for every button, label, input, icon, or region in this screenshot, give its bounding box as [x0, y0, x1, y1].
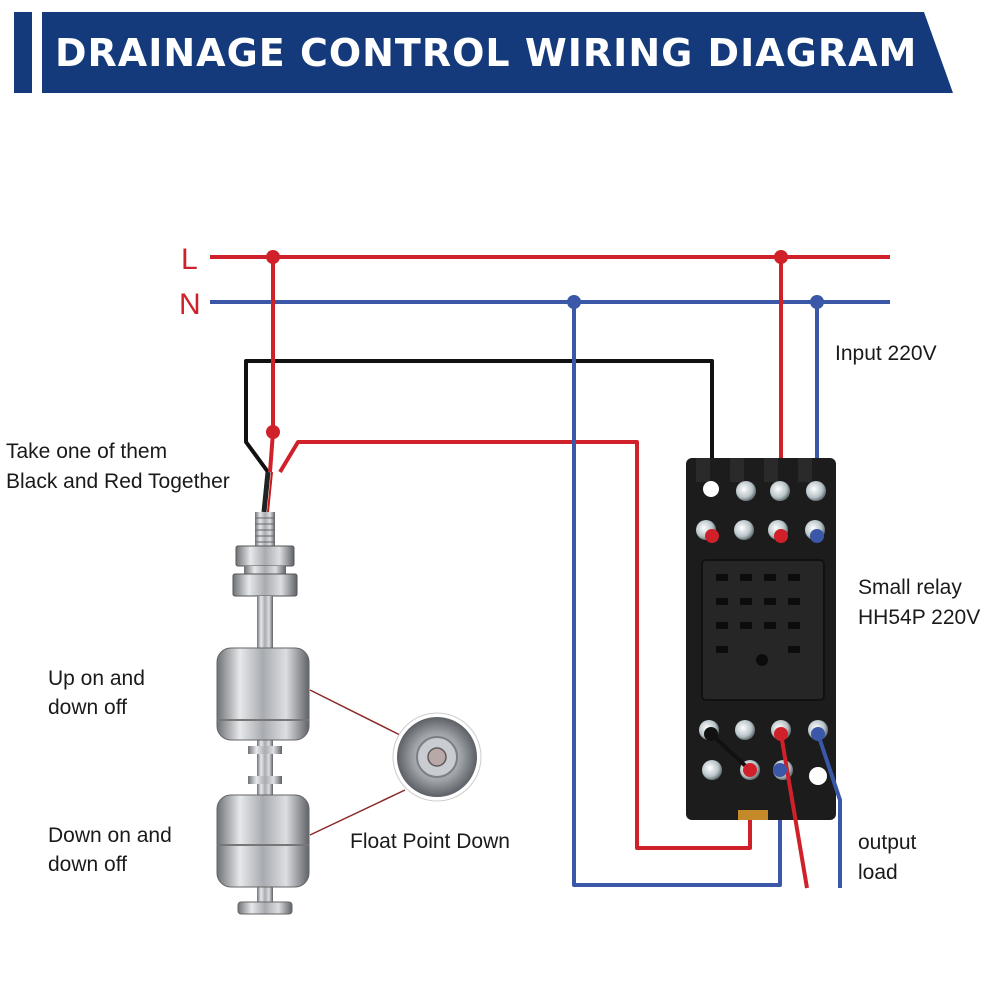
red-float-relay-wire — [278, 440, 752, 850]
relay-terminal-dot — [743, 763, 757, 777]
callout-line — [309, 789, 406, 836]
banner-title: DRAINAGE CONTROL WIRING DIAGRAM — [55, 31, 917, 75]
float-point-label: Float Point Down — [350, 830, 510, 853]
junction-dot — [810, 295, 824, 309]
output-label-line2: load — [858, 861, 898, 884]
relay-terminal-dot — [811, 727, 825, 741]
relay-terminal-dot — [774, 529, 788, 543]
float-switch — [216, 471, 310, 915]
relay-terminal-dot — [705, 529, 719, 543]
red-live-drop-wire — [268, 257, 275, 473]
relay-label-line1: Small relay — [858, 576, 962, 599]
relay-terminal-dot — [704, 727, 718, 741]
red-output-wire — [779, 733, 809, 889]
callout-line — [309, 689, 401, 736]
relay-label-line2: HH54P 220V — [858, 606, 980, 629]
relay-socket — [686, 458, 836, 820]
blue-output-wire — [816, 733, 842, 888]
junction-dot — [266, 425, 280, 439]
junction-dot — [266, 250, 280, 264]
output-label-line1: output — [858, 831, 917, 854]
live-line-label: L — [181, 243, 198, 276]
up-float-label-line2: down off — [48, 696, 127, 719]
take-one-label-line2: Black and Red Together — [6, 470, 230, 493]
black-signal-wire — [244, 359, 714, 536]
down-float-label-line1: Down on and — [48, 824, 172, 847]
relay-terminal-dot — [773, 763, 787, 777]
take-one-label-line1: Take one of them — [6, 440, 167, 463]
junction-dot — [567, 295, 581, 309]
title-banner: DRAINAGE CONTROL WIRING DIAGRAM — [14, 12, 953, 93]
relay-terminal-dot — [810, 529, 824, 543]
black-jumper-wire — [709, 732, 752, 772]
input-label: Input 220V — [835, 342, 937, 365]
neutral-line-label: N — [179, 288, 201, 321]
junction-dot — [774, 250, 788, 264]
up-float-label-line1: Up on and — [48, 667, 145, 690]
down-float-label-line2: down off — [48, 853, 127, 876]
blue-neutral-loop-wire — [572, 302, 782, 887]
float-point-zoom — [392, 712, 482, 802]
relay-terminal-dot — [774, 727, 788, 741]
